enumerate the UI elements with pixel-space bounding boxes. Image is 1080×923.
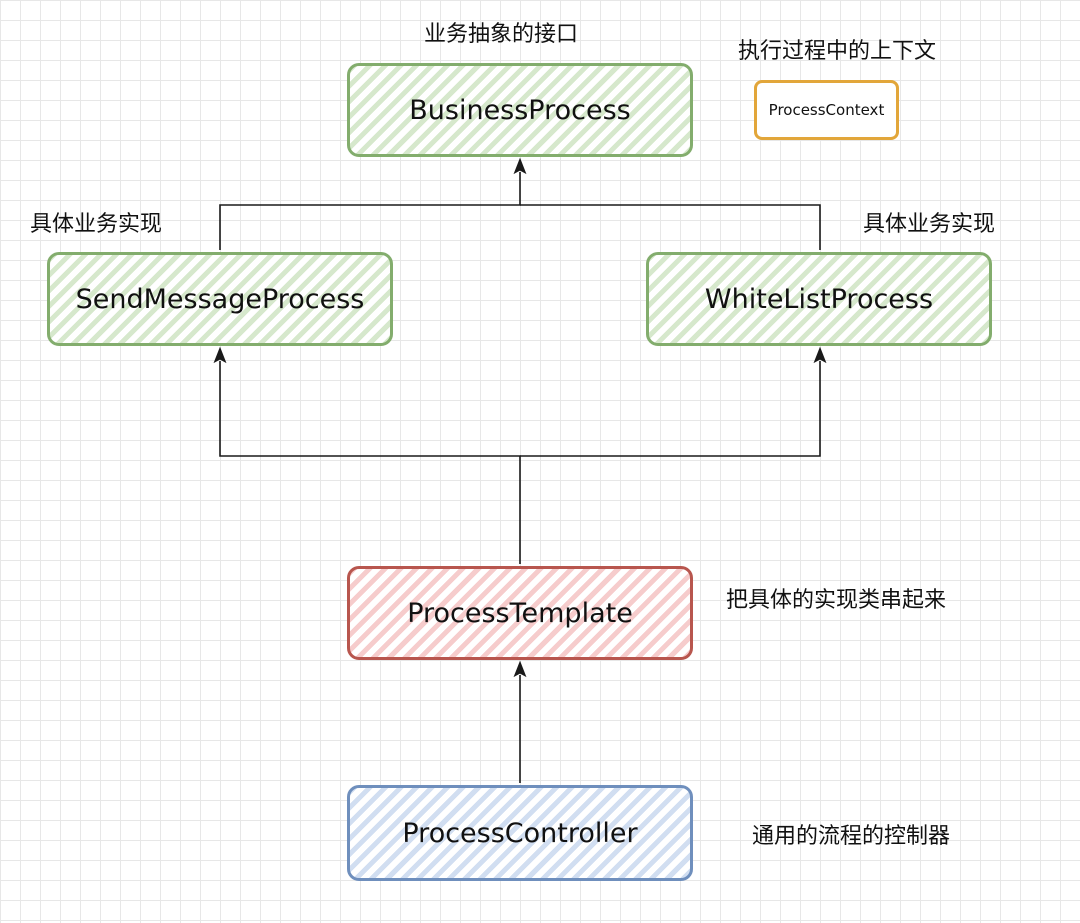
business-process-node: BusinessProcess — [347, 63, 693, 157]
controller-description-annotation: 通用的流程的控制器 — [752, 824, 951, 849]
send-message-process-node: SendMessageProcess — [47, 252, 393, 346]
process-template-label: ProcessTemplate — [407, 597, 633, 629]
impl-right-annotation: 具体业务实现 — [863, 212, 996, 237]
process-controller-label: ProcessController — [402, 817, 638, 849]
send-message-process-label: SendMessageProcess — [75, 283, 365, 315]
arrowhead-business — [513, 157, 527, 175]
process-controller-node: ProcessController — [347, 785, 693, 881]
arrowhead-sendmessage — [213, 346, 227, 364]
arrowhead-template — [513, 660, 527, 678]
business-process-label: BusinessProcess — [409, 94, 631, 126]
edge-template-to-whitelist — [520, 361, 821, 457]
execution-context-annotation: 执行过程中的上下文 — [738, 39, 937, 64]
process-template-node: ProcessTemplate — [347, 566, 693, 660]
edge-template-to-sendmessage — [219, 361, 521, 564]
white-list-process-node: WhiteListProcess — [646, 252, 992, 346]
edge-sendmessage-to-business — [219, 172, 521, 250]
process-context-node: ProcessContext — [754, 80, 899, 140]
process-context-label: ProcessContext — [768, 101, 885, 119]
white-list-process-label: WhiteListProcess — [704, 283, 934, 315]
edge-whitelist-to-business — [520, 204, 821, 250]
template-description-annotation: 把具体的实现类串起来 — [726, 588, 947, 613]
business-interface-annotation: 业务抽象的接口 — [424, 22, 579, 47]
arrowhead-whitelist — [813, 346, 827, 364]
impl-left-annotation: 具体业务实现 — [30, 212, 163, 237]
